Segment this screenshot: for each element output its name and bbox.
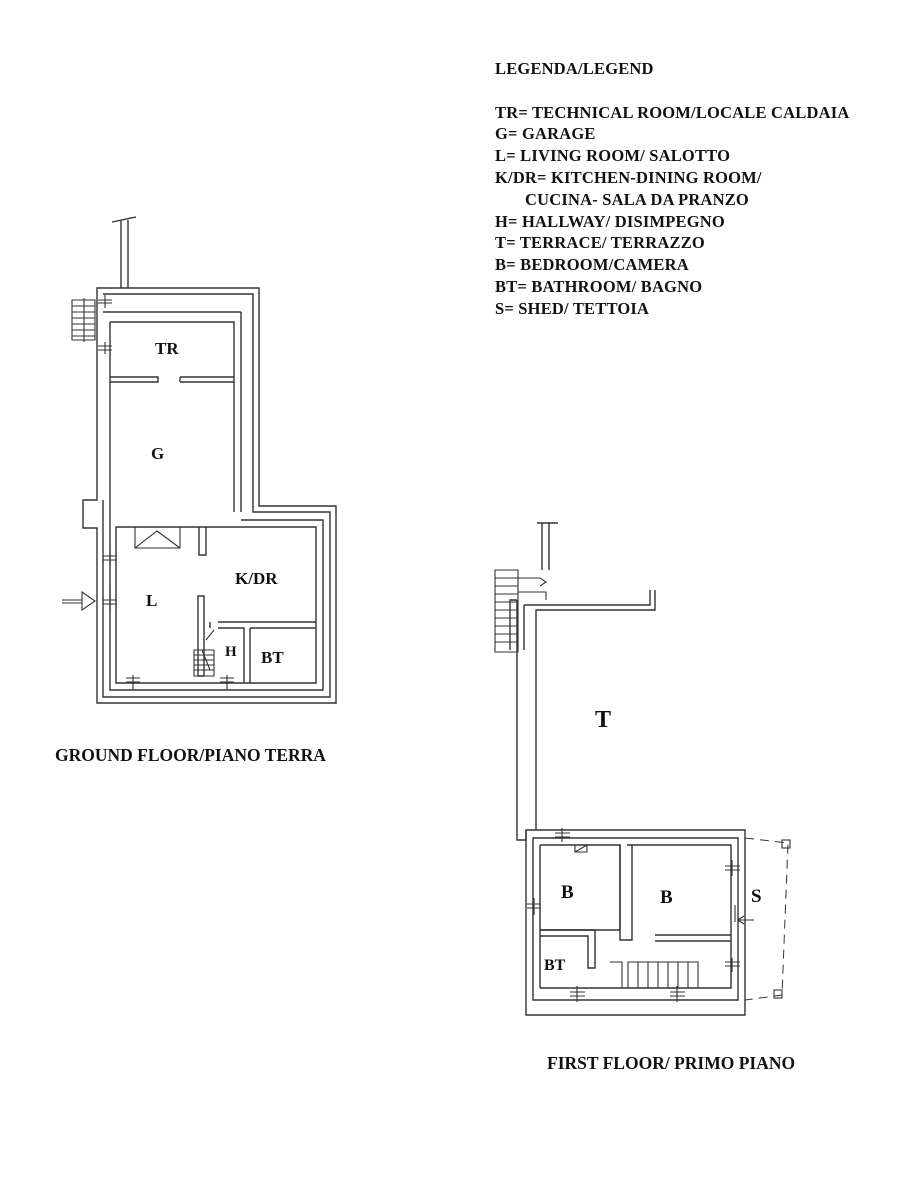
window-bottom-1 [126, 675, 140, 690]
ground-partition-stub [198, 527, 207, 556]
legend-item-l: L= LIVING ROOM/ SALOTTO [495, 146, 731, 166]
tr-partition [110, 376, 234, 383]
fireplace [134, 527, 181, 549]
window-first-top [555, 828, 570, 842]
room-label-kdr: K/DR [235, 569, 278, 588]
room-label-l: L [146, 591, 157, 610]
shed-outline [744, 837, 789, 1001]
first-stair-wall [610, 961, 623, 988]
legend-item-t: T= TERRACE/ TERRAZZO [495, 233, 705, 253]
room-label-g: G [151, 444, 164, 463]
window-first-left [527, 898, 541, 915]
first-stairs-interior [627, 961, 699, 989]
window-first-bottom-2 [670, 986, 685, 1002]
room-label-tr: TR [155, 339, 179, 358]
exterior-stairs [71, 298, 96, 342]
terrace-outline [509, 590, 656, 841]
window-tr-top [98, 295, 112, 308]
kitchen-bath-partition [209, 621, 316, 683]
first-outer-wall-inner [532, 837, 739, 1001]
first-partitions [540, 845, 731, 969]
window-tr-side [98, 342, 112, 354]
room-label-h: H [225, 644, 237, 660]
legend-title: LEGENDA/LEGEND [495, 59, 654, 78]
stair-arrow-icon [518, 577, 547, 600]
ground-outer-wall [82, 287, 337, 704]
first-floor-plan: T B B BT S [494, 522, 791, 1016]
legend-item-h: H= HALLWAY/ DISIMPEGNO [495, 211, 725, 231]
room-label-t: T [595, 707, 611, 733]
first-floor-title: FIRST FLOOR/ PRIMO PIANO [547, 1053, 796, 1073]
window-first-right-2 [725, 958, 740, 972]
legend-item-s: S= SHED/ TETTOIA [495, 298, 650, 318]
legend-item-kdr-continued: CUCINA- SALA DA PRANZO [525, 189, 749, 209]
room-label-bt-first: BT [544, 957, 566, 974]
first-flue [537, 522, 558, 570]
ground-floor-plan: TR G L K/DR H BT [62, 216, 337, 704]
legend-item-tr: TR= TECHNICAL ROOM/LOCALE CALDAIA [495, 102, 850, 122]
shed-door-arrow-icon [734, 905, 754, 925]
first-inner-walls [539, 844, 732, 989]
window-living-2 [103, 585, 117, 612]
room-label-b1: B [561, 882, 574, 903]
first-outer-wall [525, 829, 746, 1016]
legend-item-bt: BT= BATHROOM/ BAGNO [495, 276, 703, 296]
ground-flue [111, 216, 137, 288]
legend: LEGENDA/LEGEND TR= TECHNICAL ROOM/LOCALE… [495, 58, 849, 320]
wardrobe [574, 844, 588, 853]
hallway-door [205, 629, 215, 641]
ground-outer-wall-inner-line [102, 293, 331, 698]
legend-item-g: G= GARAGE [495, 124, 596, 144]
window-first-right-1 [725, 860, 740, 876]
ground-upper-walls [103, 311, 242, 512]
shed-post-top [781, 839, 791, 849]
living-partition [197, 595, 205, 677]
ground-lower-walls [115, 526, 317, 684]
window-bottom-2 [220, 675, 234, 690]
shed-post-bottom [773, 989, 783, 999]
ground-lower-walls-outer [109, 512, 324, 691]
window-living-1 [103, 550, 117, 565]
entrance-arrow-icon [62, 590, 96, 612]
room-label-bt: BT [261, 648, 284, 667]
ground-floor-title: GROUND FLOOR/PIANO TERRA [55, 745, 326, 765]
window-first-bottom-1 [570, 986, 585, 1002]
ground-stairs [193, 649, 215, 677]
room-label-b2: B [660, 887, 673, 908]
room-label-s: S [751, 886, 762, 907]
legend-item-kdr: K/DR= KITCHEN-DINING ROOM/ [495, 167, 762, 187]
first-stairs-exterior [494, 569, 519, 653]
terrace-parapet [523, 604, 530, 650]
legend-item-b: B= BEDROOM/CAMERA [495, 255, 689, 275]
